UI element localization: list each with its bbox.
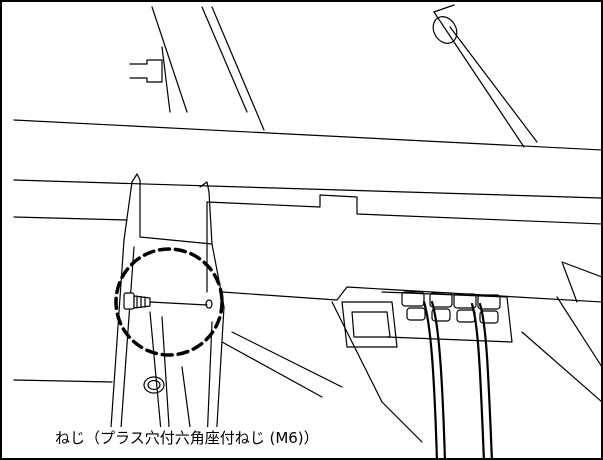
screw-callout-label: ねじ（プラス穴付六角座付ねじ (M6)） xyxy=(53,427,321,448)
cables xyxy=(422,300,493,458)
pole xyxy=(432,4,538,148)
screw xyxy=(123,292,213,443)
rail xyxy=(206,194,601,367)
upper-panel-lines xyxy=(13,6,601,221)
mount-bracket xyxy=(109,173,225,443)
highlight-circle xyxy=(114,247,224,357)
clip-part xyxy=(129,59,163,83)
lower-lines xyxy=(13,301,601,443)
